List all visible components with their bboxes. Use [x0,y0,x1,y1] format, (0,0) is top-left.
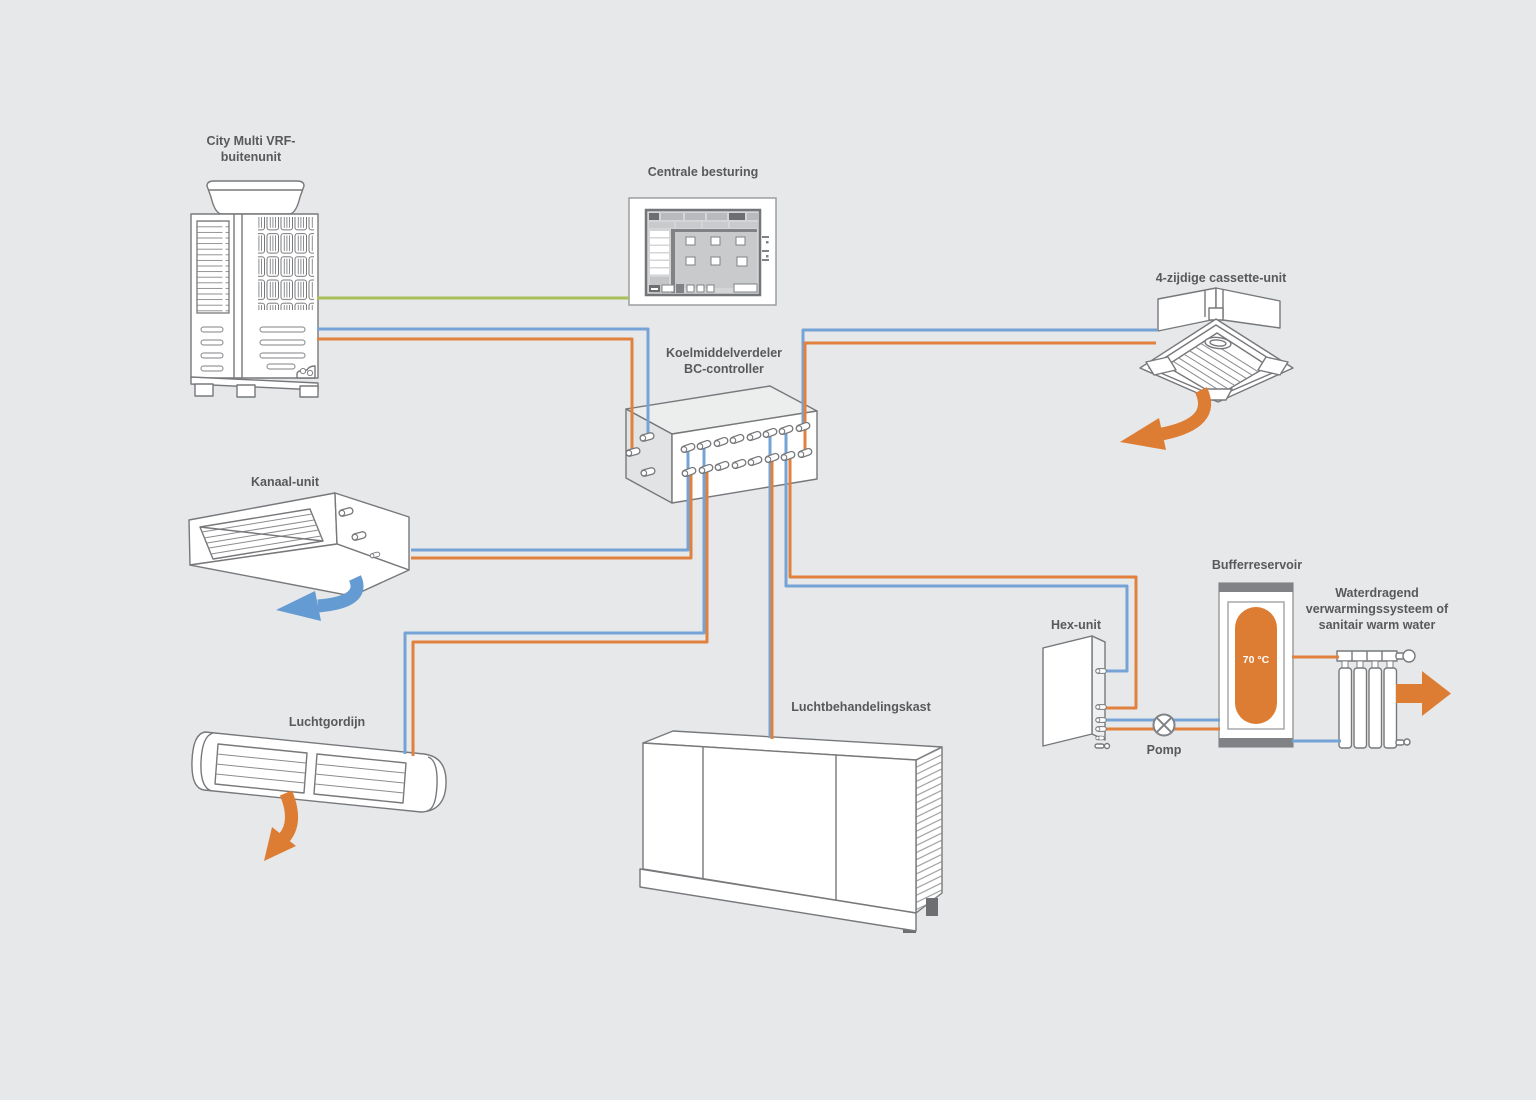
air-handling-unit-graphic [639,730,943,933]
wires [317,296,1341,756]
radiator-graphic [1336,649,1416,749]
pump-graphic [1152,713,1176,737]
wire-bc-to-hex-orange [788,456,1138,710]
label-bc-controller: Koelmiddelverdeler BC-controller [665,346,783,376]
outdoor-unit-graphic [190,180,319,398]
hex-unit-graphic [1042,635,1106,747]
cassette-unit-graphic [1139,287,1294,403]
label-pump: Pomp [1146,743,1182,757]
wire-bc-to-aircurtain-blue [403,445,706,754]
label-outdoor-unit: City Multi VRF- buitenunit [206,134,296,164]
cassette-airflow-arrow [1120,387,1212,450]
duct-unit-graphic [188,492,410,597]
wire-outdoor-to-bc-orange [317,337,634,452]
label-air-handling-unit: Luchtbehandelingskast [791,700,931,714]
label-cassette-unit: 4-zijdige cassette-unit [1155,271,1287,285]
duct-airflow-arrow [276,575,364,621]
label-duct-unit: Kanaal-unit [250,475,320,489]
wire-bc-to-cassette-orange [803,341,1156,453]
central-control-graphic [628,197,777,306]
wire-bc-to-duct-blue [411,448,690,552]
wire-outdoor-to-bc-blue [317,327,650,437]
label-central-control: Centrale besturing [647,165,759,179]
buffer-tank-graphic [1218,582,1294,748]
label-air-curtain: Luchtgordijn [288,715,366,729]
hex-unit-ports [1094,668,1111,750]
air-curtain-graphic [191,731,447,813]
buffer-temperature: 70 °C [1242,654,1270,666]
wire-bc-to-hex-blue [784,430,1129,673]
wire-bc-to-cassette-blue [801,328,1157,427]
label-hex-unit: Hex-unit [1051,618,1101,632]
label-buffer-tank: Bufferreservoir [1211,558,1303,572]
label-heating-system: Waterdragend verwarmingssysteem of sanit… [1305,586,1449,632]
wire-bc-to-aircurtain-orange [411,469,709,756]
aircurtain-airflow-arrow [264,790,298,861]
wire-bc-to-duct-orange [411,472,693,560]
radiator-heat-arrow [1396,671,1451,716]
